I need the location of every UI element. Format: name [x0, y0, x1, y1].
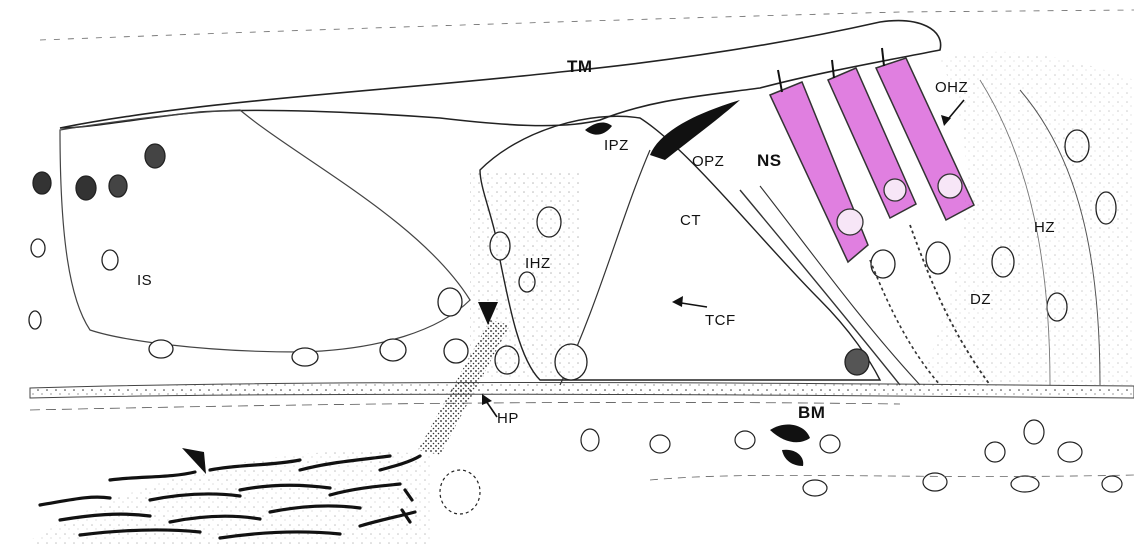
label-tcf: TCF — [705, 313, 736, 328]
basilar-membrane — [30, 383, 1134, 399]
label-ns: NS — [757, 152, 782, 169]
label-hp: HP — [497, 411, 519, 426]
vessel-cluster — [770, 424, 810, 466]
label-ipz: IPZ — [604, 138, 629, 153]
label-dz: DZ — [970, 292, 991, 307]
arrowhead-lower — [182, 448, 206, 474]
label-bm: BM — [798, 404, 825, 421]
label-hz: HZ — [1034, 220, 1055, 235]
label-ihz: IHZ — [525, 256, 551, 271]
label-is: IS — [137, 273, 152, 288]
inner-hair-bundle — [650, 100, 740, 160]
left-epithelial-cells — [29, 144, 468, 366]
label-ct: CT — [680, 213, 701, 228]
inner-sulcus-outline — [60, 110, 470, 352]
label-ohz: OHZ — [935, 80, 968, 95]
label-tm: TM — [567, 58, 593, 75]
label-opz: OPZ — [692, 154, 724, 169]
